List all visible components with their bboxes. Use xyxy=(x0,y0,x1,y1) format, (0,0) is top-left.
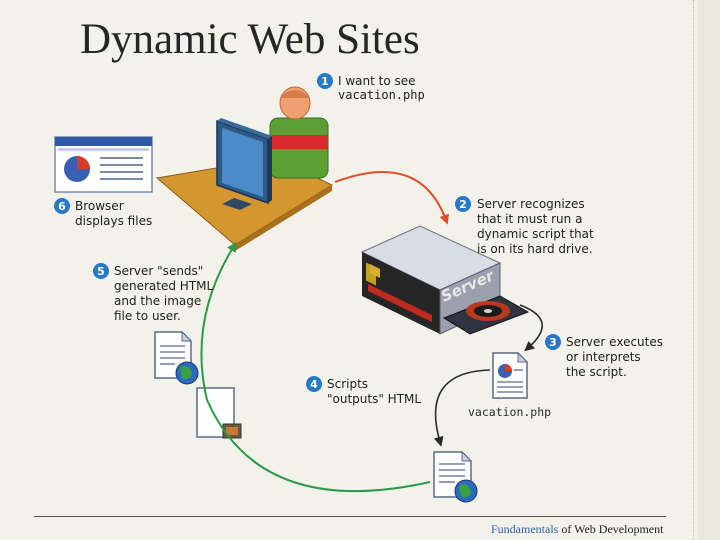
sent-image-file-icon xyxy=(196,387,242,439)
svg-text:1: 1 xyxy=(321,75,329,88)
step-3-badge xyxy=(545,334,561,350)
arrow-server-to-script xyxy=(519,304,544,352)
step-1-line-2: vacation.php xyxy=(338,88,425,102)
svg-text:3: 3 xyxy=(549,336,557,349)
footer-rest: of Web Development xyxy=(558,522,664,536)
step-2-badge xyxy=(455,196,471,212)
step-3-line-2: or interprets xyxy=(566,350,641,364)
step-6-badge xyxy=(54,198,70,214)
step-2: 2 Server recognizes that it must run a d… xyxy=(455,196,594,256)
server-illustration: Server xyxy=(360,225,530,335)
step-2-line-3: dynamic script that xyxy=(477,227,594,241)
sent-html-document-icon xyxy=(154,330,199,385)
step-5-badge xyxy=(93,263,109,279)
arrow-output-to-browser xyxy=(200,241,431,493)
file-name-label: vacation.php xyxy=(468,405,551,419)
step-1: 1 I want to see vacation.php xyxy=(317,73,425,102)
svg-text:2: 2 xyxy=(459,198,467,211)
footer-highlight: Fundamentals xyxy=(491,522,559,536)
step-4-line-1: Scripts xyxy=(327,377,368,391)
step-4: 4 Scripts "outputs" HTML xyxy=(306,376,421,406)
step-6-line-1: Browser xyxy=(75,199,124,213)
step-1-line-1: I want to see xyxy=(338,74,416,88)
step-5-line-1: Server "sends" xyxy=(114,264,203,278)
step-2-line-1: Server recognizes xyxy=(477,197,585,211)
step-1-badge xyxy=(317,73,333,89)
user-at-computer-illustration xyxy=(155,86,334,251)
slide-title: Dynamic Web Sites xyxy=(80,16,420,63)
step-6: 6 Browser displays files xyxy=(54,198,152,228)
step-5-line-2: generated HTML xyxy=(114,279,214,293)
step-5-line-3: and the image xyxy=(114,294,201,308)
php-file-icon xyxy=(492,351,529,399)
svg-text:5: 5 xyxy=(97,265,105,278)
step-4-line-2: "outputs" HTML xyxy=(327,392,421,406)
step-5-line-4: file to user. xyxy=(114,309,181,323)
step-5: 5 Server "sends" generated HTML and the … xyxy=(93,263,214,323)
footer: Fundamentals of Web Development xyxy=(491,522,663,537)
step-2-line-4: is on its hard drive. xyxy=(477,242,593,256)
step-6-line-2: displays files xyxy=(75,214,152,228)
step-2-line-2: that it must run a xyxy=(477,212,582,226)
step-3-line-3: the script. xyxy=(566,365,627,379)
footer-divider xyxy=(34,516,666,517)
html-document-icon xyxy=(433,450,478,503)
right-edge-stripe xyxy=(698,0,720,540)
svg-text:6: 6 xyxy=(58,200,66,213)
step-4-badge xyxy=(306,376,322,392)
arrow-script-to-output xyxy=(433,369,491,447)
step-3-line-1: Server executes xyxy=(566,335,663,349)
step-3: 3 Server executes or interprets the scri… xyxy=(545,334,663,379)
browser-window-icon xyxy=(54,136,153,193)
right-edge-dotted-line xyxy=(693,0,694,540)
svg-text:4: 4 xyxy=(310,378,318,391)
arrow-request-to-server xyxy=(334,170,449,225)
